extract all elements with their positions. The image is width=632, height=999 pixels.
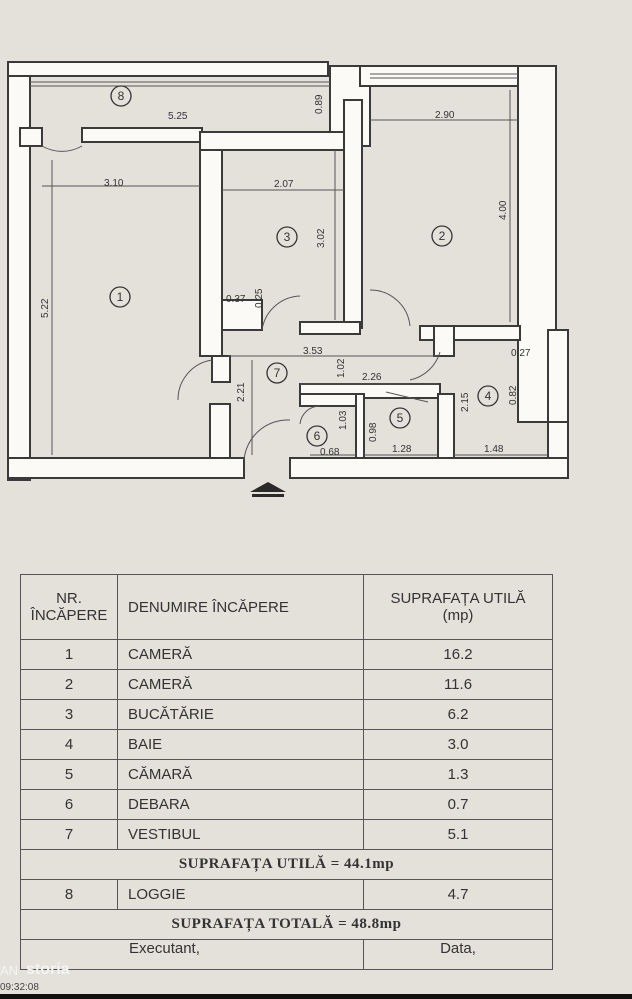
dim-label: 2.15 (460, 392, 471, 412)
dim-label: 0.89 (314, 94, 325, 114)
table-row: 6 DEBARA 0.7 (20, 789, 553, 820)
room-marker-2: 2 (439, 229, 446, 243)
header-name: DENUMIRE ÎNCĂPERE (117, 574, 364, 640)
room-area-table: NR. ÎNCĂPERE DENUMIRE ÎNCĂPERE SUPRAFAȚA… (20, 574, 553, 970)
header-area: SUPRAFAȚA UTILĂ (mp) (363, 574, 553, 640)
room-markers: 1 2 3 4 5 6 7 8 (109, 85, 499, 447)
dimension-labels: 5.25 0.89 2.90 3.10 2.07 4.00 3.02 5.22 … (40, 94, 531, 458)
cell-nr: 6 (20, 789, 118, 820)
usable-total-row: SUPRAFAȚA UTILĂ = 44.1mp (20, 849, 553, 880)
watermark-prefix: AN (0, 963, 19, 978)
cell-nr: 7 (20, 819, 118, 850)
room-marker-8: 8 (118, 89, 125, 103)
cell-name: DEBARA (117, 789, 364, 820)
signature-row: Executant, Data, (20, 939, 553, 970)
grand-total: SUPRAFAȚA TOTALĂ = 48.8mp (20, 909, 553, 940)
table-row: 3 BUCĂTĂRIE 6.2 (20, 699, 553, 730)
walls (7, 61, 569, 481)
table-row: 4 BAIE 3.0 (20, 729, 553, 760)
room-marker-3: 3 (284, 230, 291, 244)
dim-label: 1.28 (392, 444, 412, 455)
dim-label: 5.22 (40, 298, 51, 318)
cell-area: 5.1 (363, 819, 553, 850)
cell-nr: 4 (20, 729, 118, 760)
header-nr: NR. ÎNCĂPERE (20, 574, 118, 640)
cell-nr: 3 (20, 699, 118, 730)
entrance-arrow-icon (250, 482, 286, 497)
dim-label: 2.07 (274, 179, 294, 190)
cell-area: 16.2 (363, 639, 553, 670)
header-area-line2: (mp) (442, 607, 474, 624)
bottom-bar (0, 994, 632, 999)
dim-label: 0.98 (368, 422, 379, 442)
room-marker-5: 5 (397, 411, 404, 425)
dim-label: 0.25 (254, 288, 265, 308)
cell-area: 6.2 (363, 699, 553, 730)
cell-nr: 5 (20, 759, 118, 790)
floor-plan: 1 2 3 4 5 6 7 8 5.25 0.89 2.90 3.10 2.07… (7, 61, 569, 497)
date-label: Data, (363, 939, 553, 970)
executant-label: Executant, (20, 939, 364, 970)
watermark: AN storia 09:32:08 (0, 958, 70, 998)
dim-label: 5.25 (168, 111, 188, 122)
table-row: 1 CAMERĂ 16.2 (20, 639, 553, 670)
table-header-row: NR. ÎNCĂPERE DENUMIRE ÎNCĂPERE SUPRAFAȚA… (20, 574, 553, 640)
cell-area: 4.7 (363, 879, 553, 910)
usable-total: SUPRAFAȚA UTILĂ = 44.1mp (20, 849, 553, 880)
header-nr-line1: NR. (56, 590, 82, 607)
room-marker-6: 6 (314, 429, 321, 443)
cell-name: BAIE (117, 729, 364, 760)
table-row: 8 LOGGIE 4.7 (20, 879, 553, 910)
cell-area: 0.7 (363, 789, 553, 820)
cell-name: LOGGIE (117, 879, 364, 910)
table-row: 2 CAMERĂ 11.6 (20, 669, 553, 700)
dim-label: 2.21 (236, 382, 247, 402)
room-marker-1: 1 (117, 290, 124, 304)
cell-name: CĂMARĂ (117, 759, 364, 790)
room-marker-7: 7 (274, 366, 281, 380)
cell-area: 3.0 (363, 729, 553, 760)
dim-label: 0.37 (226, 294, 246, 305)
dim-label: 3.10 (104, 178, 124, 189)
header-nr-line2: ÎNCĂPERE (30, 607, 108, 624)
cell-nr: 1 (20, 639, 118, 670)
dim-label: 0.82 (508, 385, 519, 405)
dim-label: 1.03 (338, 410, 349, 430)
grand-total-row: SUPRAFAȚA TOTALĂ = 48.8mp (20, 909, 553, 940)
table-row: 5 CĂMARĂ 1.3 (20, 759, 553, 790)
dim-label: 1.02 (336, 358, 347, 378)
cell-area: 11.6 (363, 669, 553, 700)
header-area-line1: SUPRAFAȚA UTILĂ (390, 590, 526, 607)
dim-label: 4.00 (498, 200, 509, 220)
storia-logo: storia (26, 961, 70, 978)
cell-nr: 2 (20, 669, 118, 700)
cell-name: CAMERĂ (117, 669, 364, 700)
dim-label: 1.48 (484, 444, 504, 455)
dim-label: 2.90 (435, 110, 455, 121)
cell-area: 1.3 (363, 759, 553, 790)
dim-label: 2.26 (362, 372, 382, 383)
cell-nr: 8 (20, 879, 118, 910)
table-row: 7 VESTIBUL 5.1 (20, 819, 553, 850)
cell-name: CAMERĂ (117, 639, 364, 670)
room-marker-4: 4 (485, 389, 492, 403)
dim-label: 3.02 (316, 228, 327, 248)
dim-label: 0.27 (511, 348, 531, 359)
cell-name: BUCĂTĂRIE (117, 699, 364, 730)
dim-label: 0.68 (320, 447, 340, 458)
cell-name: VESTIBUL (117, 819, 364, 850)
watermark-time: 09:32:08 (0, 982, 39, 993)
dim-label: 3.53 (303, 346, 323, 357)
guide-lines (30, 73, 548, 461)
